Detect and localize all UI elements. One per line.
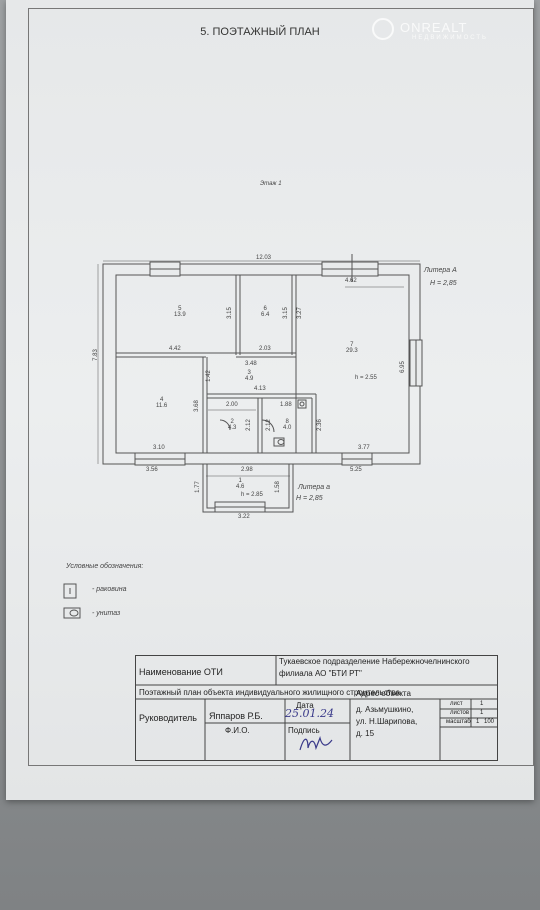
head-name: Яппаров Р.Б. [209,711,263,721]
address-line-3: д. 15 [356,729,375,738]
page-title: 5. ПОЭТАЖНЫЙ ПЛАН [200,26,320,38]
date-label: Дата [296,701,314,710]
litera-a2-height: H = 2,85 [296,495,323,502]
dim-322: 3.22 [238,514,250,520]
dim-327: 3.27 [296,307,303,319]
room1-height: h = 2.85 [241,492,263,498]
scale-b: 100 [484,719,495,725]
address-line-1: д. Азьмушкино, [356,705,414,714]
scale-a: 1 [476,719,480,725]
document-sheet [6,0,534,800]
dim-356: 3.56 [146,467,158,473]
head-label: Руководитель [139,713,197,723]
dim-200: 2.00 [226,402,238,408]
oti-value-line-1: Тукаевское подразделение Набережночелнин… [279,657,470,666]
dim-377: 3.77 [358,445,370,451]
oti-value-line-2: филиала АО "БТИ РТ" [279,669,362,678]
legend-symbols [63,583,81,619]
sheet-value: 1 [480,701,484,707]
sheet-frame [28,8,534,766]
scale-label: масштаб [446,719,471,725]
sink-icon [63,583,77,599]
dim-315-b: 3.15 [282,307,289,319]
legend-heading: Условные обозначения: [66,563,144,570]
dim-368: 3.68 [193,400,200,412]
dim-right-top: 4.62 [345,278,357,284]
date-value: 25.01.24 [285,707,334,720]
dim-212-a: 2.12 [245,419,252,431]
legend-toilet-label: - унитаз [92,610,121,617]
dim-442: 4.42 [169,346,181,352]
dim-158: 1.58 [274,481,281,493]
room7-height: h = 2.55 [355,375,377,381]
object-description: Поэтажный план объекта индивидуального ж… [139,688,401,697]
dim-236: 2.36 [316,419,323,431]
litera-a2-label: Литера а [298,484,331,491]
watermark-brand: ONREALT [400,20,468,35]
dim-left-height: 7.83 [92,349,99,361]
dim-310: 3.10 [153,445,165,451]
signature-label: Подпись [288,726,320,735]
sheets-value: 1 [480,710,484,716]
toilet-icon [63,607,81,619]
litera-a-height: H = 2,85 [430,280,457,287]
address-label: Адрес объекта [356,689,411,698]
sheet-label: лист [450,701,463,707]
address-line-2: ул. Н.Шарипова, [356,717,418,726]
watermark-tagline: НЕДВИЖИМОСТЬ [412,35,488,41]
litera-a-label: Литера А [424,267,457,274]
dim-142: 1.42 [205,370,212,382]
dim-overall-top: 12.03 [256,255,272,261]
dim-315-a: 3.15 [226,307,233,319]
dim-695: 6.95 [399,361,406,373]
dim-413: 4.13 [254,386,266,392]
legend-sink-label: - раковина [92,586,127,593]
dim-203: 2.03 [259,346,271,352]
dim-177: 1.77 [194,481,201,493]
sheets-label: листов [450,710,470,716]
signature [299,736,333,751]
watermark-logo-icon [372,18,394,40]
fio-label: Ф.И.О. [225,726,250,735]
floor-label: Этаж 1 [260,181,282,187]
dim-525: 5.25 [350,467,362,473]
oti-label: Наименование ОТИ [139,667,223,677]
dim-212-b: 2.12 [265,419,272,431]
watermark: ONREALT НЕДВИЖИМОСТЬ [372,18,488,41]
dim-298: 2.98 [241,467,253,473]
dim-348: 3.48 [245,361,257,367]
title-block [135,655,498,761]
dim-188: 1.88 [280,402,292,408]
